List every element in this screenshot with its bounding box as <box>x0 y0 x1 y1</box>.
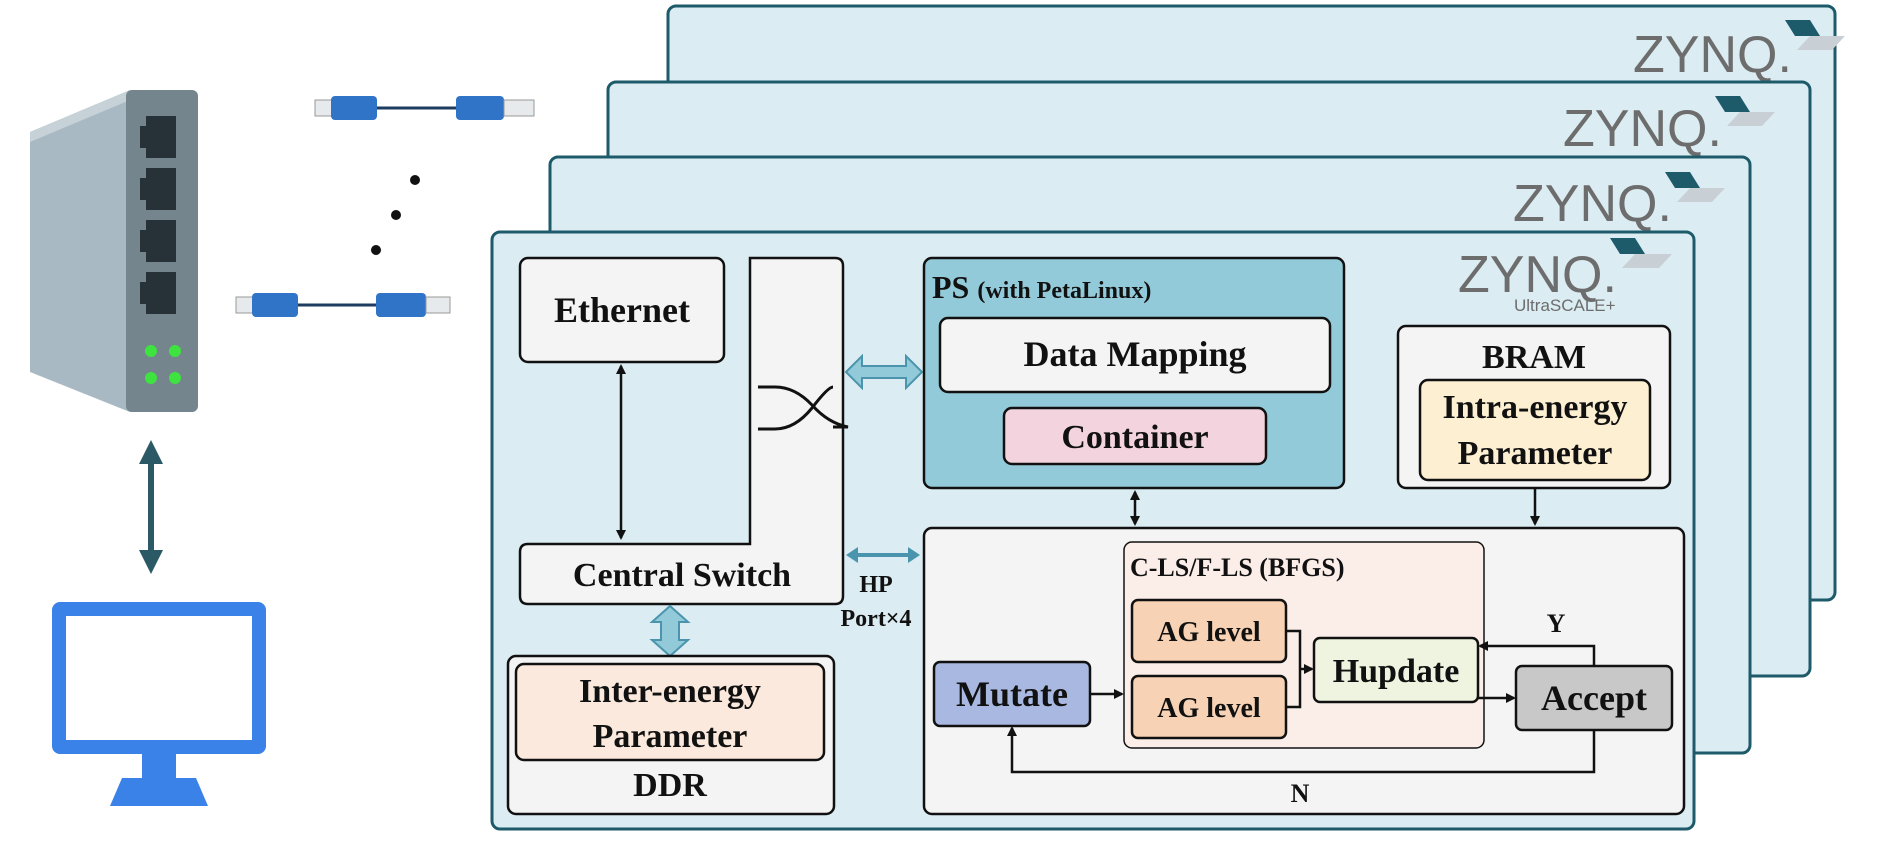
accept-label: Accept <box>1541 678 1647 718</box>
data-mapping-label: Data Mapping <box>1023 334 1246 374</box>
ps-title: PS(with PetaLinux) <box>932 269 1151 305</box>
hp-port-arrow <box>846 547 920 563</box>
inter-energy-block <box>514 662 826 762</box>
container-block <box>1002 406 1268 466</box>
intra-energy-label-2: Parameter <box>1458 435 1613 472</box>
ethernet-cable-icon <box>235 293 451 317</box>
network-switch-icon <box>30 90 198 412</box>
cls-title: C-LS/F-LS (BFGS) <box>1130 553 1345 582</box>
zynq-mark-icon <box>1715 96 1775 126</box>
accept-yes-arrow <box>1478 641 1596 666</box>
intra-energy-label-1: Intra-energy <box>1442 389 1627 426</box>
central-switch-label: Central Switch <box>573 557 791 594</box>
board-logo-3: ZYNQ. <box>1563 100 1722 158</box>
accept-no-arrow <box>1007 726 1596 774</box>
board-logo-4: ZYNQ. <box>1633 26 1792 84</box>
crossbar-icon <box>758 385 849 431</box>
inter-energy-label-2: Parameter <box>593 718 748 755</box>
main-board-logo-sub: UltraSCALE+ <box>1514 296 1616 315</box>
hp-port-label-1: HP <box>859 572 892 598</box>
switch-ps-arrow <box>844 353 924 391</box>
central-switch-block: Central Switch <box>518 256 849 606</box>
ellipsis-dots <box>371 175 420 255</box>
container-label: Container <box>1061 419 1208 456</box>
zynq-mark-icon <box>1785 20 1845 50</box>
ethernet-block <box>518 256 726 364</box>
ag-merge-connector <box>1286 629 1312 709</box>
ag-level-2-label: AG level <box>1157 693 1261 724</box>
computer-monitor-icon <box>52 602 266 806</box>
yes-label: Y <box>1547 609 1566 638</box>
ddr-label: DDR <box>633 767 707 804</box>
ag-level-1-label: AG level <box>1157 617 1261 648</box>
zynq-mark-icon <box>1610 238 1672 268</box>
hp-port-label-2: Port×4 <box>841 606 912 632</box>
inter-energy-label-1: Inter-energy <box>579 673 761 710</box>
zynq-mark-icon <box>1665 172 1725 202</box>
ethernet-label: Ethernet <box>554 290 690 330</box>
main-board-logo: ZYNQ. <box>1458 246 1617 304</box>
data-mapping-block <box>938 316 1332 394</box>
mutate-label: Mutate <box>956 674 1068 714</box>
board-logo-2: ZYNQ. <box>1513 175 1672 233</box>
bram-label: BRAM <box>1482 339 1586 376</box>
no-label: N <box>1291 779 1310 808</box>
ethernet-cable-icon <box>314 96 535 120</box>
intra-energy-block <box>1418 378 1652 482</box>
hupdate-block <box>1312 636 1480 704</box>
switch-pc-arrow <box>139 440 163 574</box>
hupdate-label: Hupdate <box>1333 653 1460 690</box>
